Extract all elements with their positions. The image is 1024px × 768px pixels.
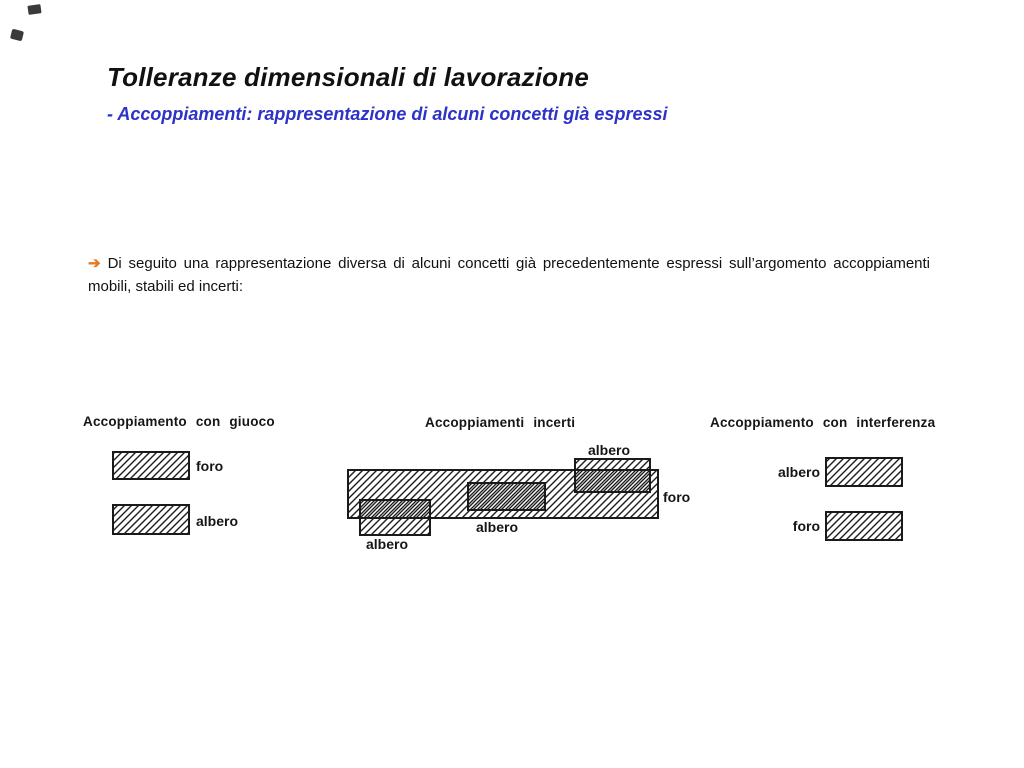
heading-interferenza: Accoppiamento con interferenza [710, 415, 936, 430]
interferenza-foro-label: foro [793, 518, 820, 534]
heading-giuoco: Accoppiamento con giuoco [83, 414, 275, 429]
incerti-foro-label: foro [663, 489, 690, 505]
heading-incerti: Accoppiamenti incerti [425, 415, 575, 430]
slide-subtitle: - Accoppiamenti: rappresentazione di alc… [107, 104, 668, 124]
incerti-albero-middle-label: albero [476, 519, 518, 535]
incerti-albero-top-rect [574, 458, 651, 493]
incerti-albero-top-label: albero [588, 442, 630, 458]
slide-title: Tolleranze dimensionali di lavorazione [107, 62, 589, 92]
interferenza-albero-label: albero [778, 464, 820, 480]
arrow-bullet-icon: ➔ [88, 255, 101, 272]
giuoco-albero-rect [112, 504, 190, 535]
incerti-albero-middle-rect [467, 482, 546, 511]
body-text: Di seguito una rappresentazione diversa … [88, 255, 930, 296]
scan-artifact-1 [27, 4, 42, 15]
giuoco-albero-label: albero [196, 513, 238, 529]
giuoco-foro-label: foro [196, 458, 223, 474]
incerti-foro-rect [347, 469, 659, 519]
body-paragraph: ➔Di seguito una rappresentazione diversa… [88, 252, 930, 299]
incerti-albero-left-label: albero [366, 536, 408, 552]
giuoco-foro-rect [112, 451, 190, 480]
incerti-albero-left-rect [359, 499, 431, 536]
scan-artifact-2 [9, 28, 25, 42]
interferenza-foro-rect [825, 511, 903, 541]
interferenza-albero-rect [825, 457, 903, 487]
